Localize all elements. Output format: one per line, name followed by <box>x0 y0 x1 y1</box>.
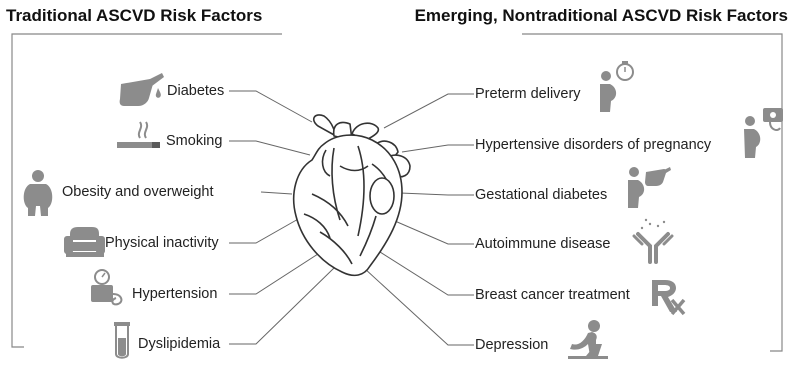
connector-depression <box>364 268 474 345</box>
connector-breast <box>380 252 474 295</box>
test-tube-icon <box>114 322 130 358</box>
connector-hdp <box>402 145 474 152</box>
connector-smoking <box>229 141 310 155</box>
connector-gdm <box>400 193 474 195</box>
cigarette-icon <box>117 122 160 148</box>
connector-preterm <box>384 94 474 128</box>
label-hypertension: Hypertension <box>132 285 217 303</box>
label-smoking: Smoking <box>166 132 222 150</box>
connector-diabetes <box>229 91 312 122</box>
connector-autoimmune <box>388 218 474 244</box>
blood-pressure-monitor-icon <box>91 270 121 304</box>
anatomical-heart-icon <box>294 115 410 275</box>
label-breast-cancer-treatment: Breast cancer treatment <box>475 286 630 304</box>
connector-inactivity <box>229 218 300 243</box>
label-obesity: Obesity and overweight <box>62 183 214 201</box>
connector-dyslipidemia <box>229 268 334 344</box>
label-gestational-diabetes: Gestational diabetes <box>475 186 607 204</box>
label-depression: Depression <box>475 336 548 354</box>
rx-icon <box>652 280 684 314</box>
pregnant-woman-stopwatch-icon <box>600 61 633 112</box>
label-hypertensive-disorders: Hypertensive disorders of pregnancy <box>475 136 711 154</box>
connector-hypertension <box>229 254 318 294</box>
antibody-icon <box>634 219 672 262</box>
pregnant-woman-glucose-icon <box>628 167 671 208</box>
pregnant-woman-bp-icon <box>744 108 783 158</box>
label-physical-inactivity: Physical inactivity <box>105 234 219 252</box>
nontraditional-header: Emerging, Nontraditional ASCVD Risk Fact… <box>415 6 788 26</box>
glucose-meter-icon <box>120 73 164 106</box>
label-diabetes: Diabetes <box>167 82 224 100</box>
depressed-person-icon <box>568 320 608 359</box>
armchair-icon <box>64 227 105 257</box>
label-preterm-delivery: Preterm delivery <box>475 85 581 103</box>
obese-person-icon <box>24 170 53 216</box>
traditional-header: Traditional ASCVD Risk Factors <box>6 6 262 26</box>
connector-obesity <box>261 192 292 194</box>
label-dyslipidemia: Dyslipidemia <box>138 335 220 353</box>
label-autoimmune-disease: Autoimmune disease <box>475 235 610 253</box>
